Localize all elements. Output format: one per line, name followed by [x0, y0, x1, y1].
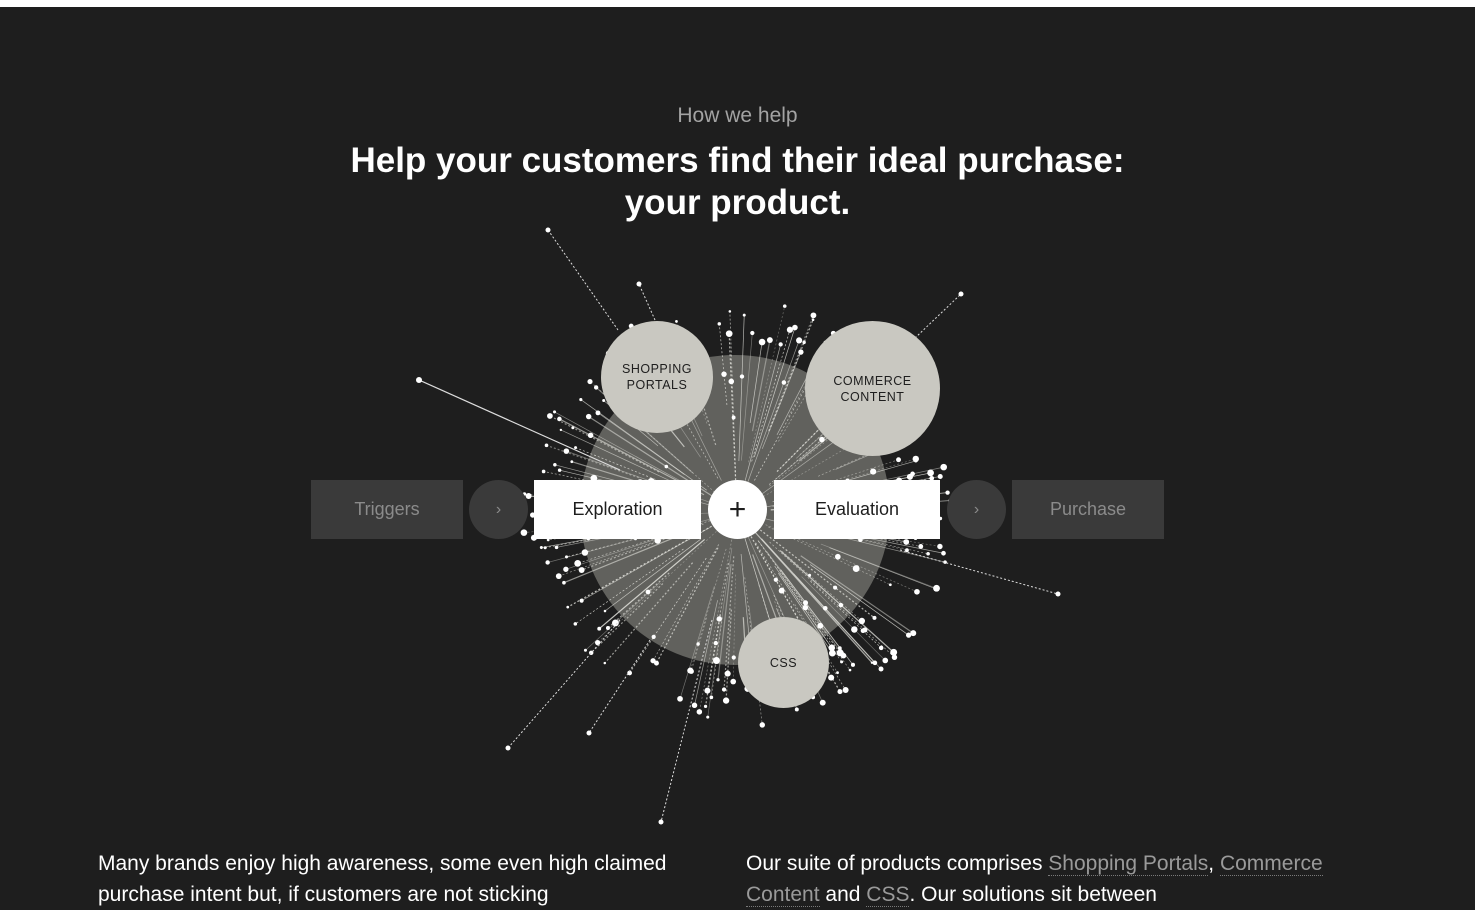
step-evaluation[interactable]: Evaluation — [774, 480, 940, 539]
chevron-right-icon: › — [947, 480, 1006, 539]
headline-line-2: your product. — [624, 183, 851, 222]
css-bubble[interactable]: CSS — [738, 617, 829, 708]
long-rays — [416, 227, 1061, 825]
chevron-right-icon: › — [469, 480, 528, 539]
css-link[interactable]: CSS — [866, 883, 910, 907]
commerce-content-label-1: COMMERCE — [833, 373, 912, 388]
section-eyebrow: How we help — [677, 104, 798, 127]
step-exploration[interactable]: Exploration — [534, 480, 701, 539]
top-bar — [0, 0, 1475, 7]
plus-icon: + — [708, 480, 767, 539]
step-purchase-label: Purchase — [1049, 499, 1127, 519]
shopping-portals-link[interactable]: Shopping Portals — [1048, 852, 1209, 876]
commerce-content-label-2: CONTENT — [840, 389, 905, 404]
shopping-portals-label-2: PORTALS — [626, 378, 688, 392]
shopping-portals-bubble[interactable]: SHOPPING PORTALS — [601, 321, 713, 433]
css-label: CSS — [769, 655, 798, 670]
step-triggers-label: Triggers — [354, 499, 420, 519]
section-headline: Help your customers find their ideal pur… — [0, 140, 1475, 224]
step-triggers[interactable]: Triggers — [311, 480, 463, 539]
shopping-portals-label-1: SHOPPING — [622, 362, 692, 376]
headline-line-1: Help your customers find their ideal pur… — [350, 141, 1125, 180]
step-exploration-label: Exploration — [572, 499, 663, 519]
step-purchase[interactable]: Purchase — [1012, 480, 1164, 539]
step-evaluation-label: Evaluation — [814, 499, 900, 519]
commerce-content-bubble[interactable]: COMMERCE CONTENT — [805, 321, 940, 456]
intro-paragraph-left: Many brands enjoy high awareness, some e… — [98, 852, 667, 906]
intro-paragraph-right: Our suite of products comprises Shopping… — [746, 852, 1323, 907]
